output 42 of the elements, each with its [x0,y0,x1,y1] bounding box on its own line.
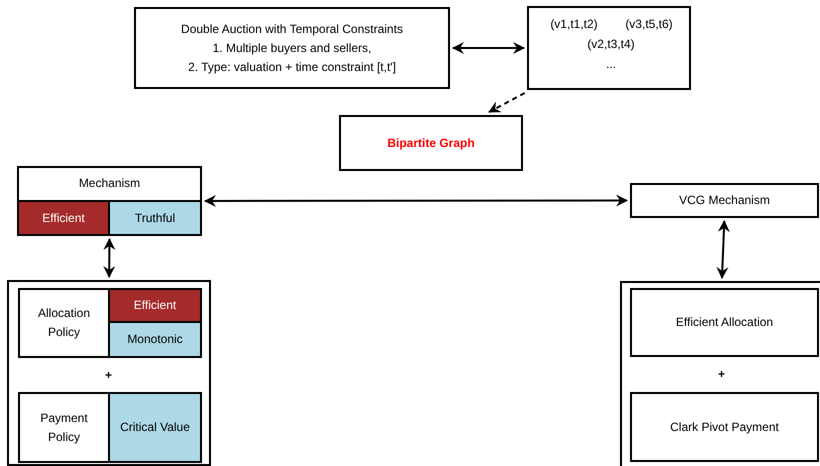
payment-box [630,392,819,462]
mechanism-box [17,166,202,236]
arrow [204,194,628,207]
tuple-text: (v3,t5,t6) [624,16,674,32]
allocation-box [630,288,819,357]
container-box [7,280,211,466]
node-label: Payment Policy [39,410,89,446]
property-cell [108,321,202,358]
tuple-box [527,6,691,90]
arrow [452,42,525,54]
plus-sign: + [105,368,112,382]
node-label: Mechanism [78,174,140,192]
node-label: VCG Mechanism [679,192,770,209]
mechanism-box [630,183,819,218]
graph-box [339,115,523,171]
arrow [488,92,526,113]
tuple-text: ... [604,56,617,72]
node-label: Allocation Policy [36,305,92,341]
property-cell [108,200,202,236]
node-label: Critical Value [120,419,190,436]
arrow [716,220,730,279]
property-cell [17,200,110,236]
node-label: Bipartite Graph [387,134,475,152]
tuple-text: (v1,t1,t2) [549,16,599,32]
property-cell [108,392,202,463]
node-label: Truthful [134,210,176,226]
node-label: 1. Multiple buyers and sellers, [212,40,372,56]
tuple-text: (v2,t3,t4) [586,36,636,52]
policy-box [18,392,202,463]
container-box [620,281,820,466]
arrow [103,238,116,278]
node-label: Efficient Allocation [676,314,774,331]
node-label: Efficient [42,210,85,226]
node-label: Clark Pivot Payment [670,418,779,436]
node-label: Efficient [134,297,176,314]
property-cell [108,288,202,323]
policy-box [18,288,202,358]
node-label: Monotonic [127,331,183,348]
node-label: 2. Type: valuation + time constraint [t,t'] [188,58,396,76]
text-box [134,7,450,89]
node-label: Double Auction with Temporal Constraints [181,20,403,38]
plus-sign: + [718,367,726,381]
